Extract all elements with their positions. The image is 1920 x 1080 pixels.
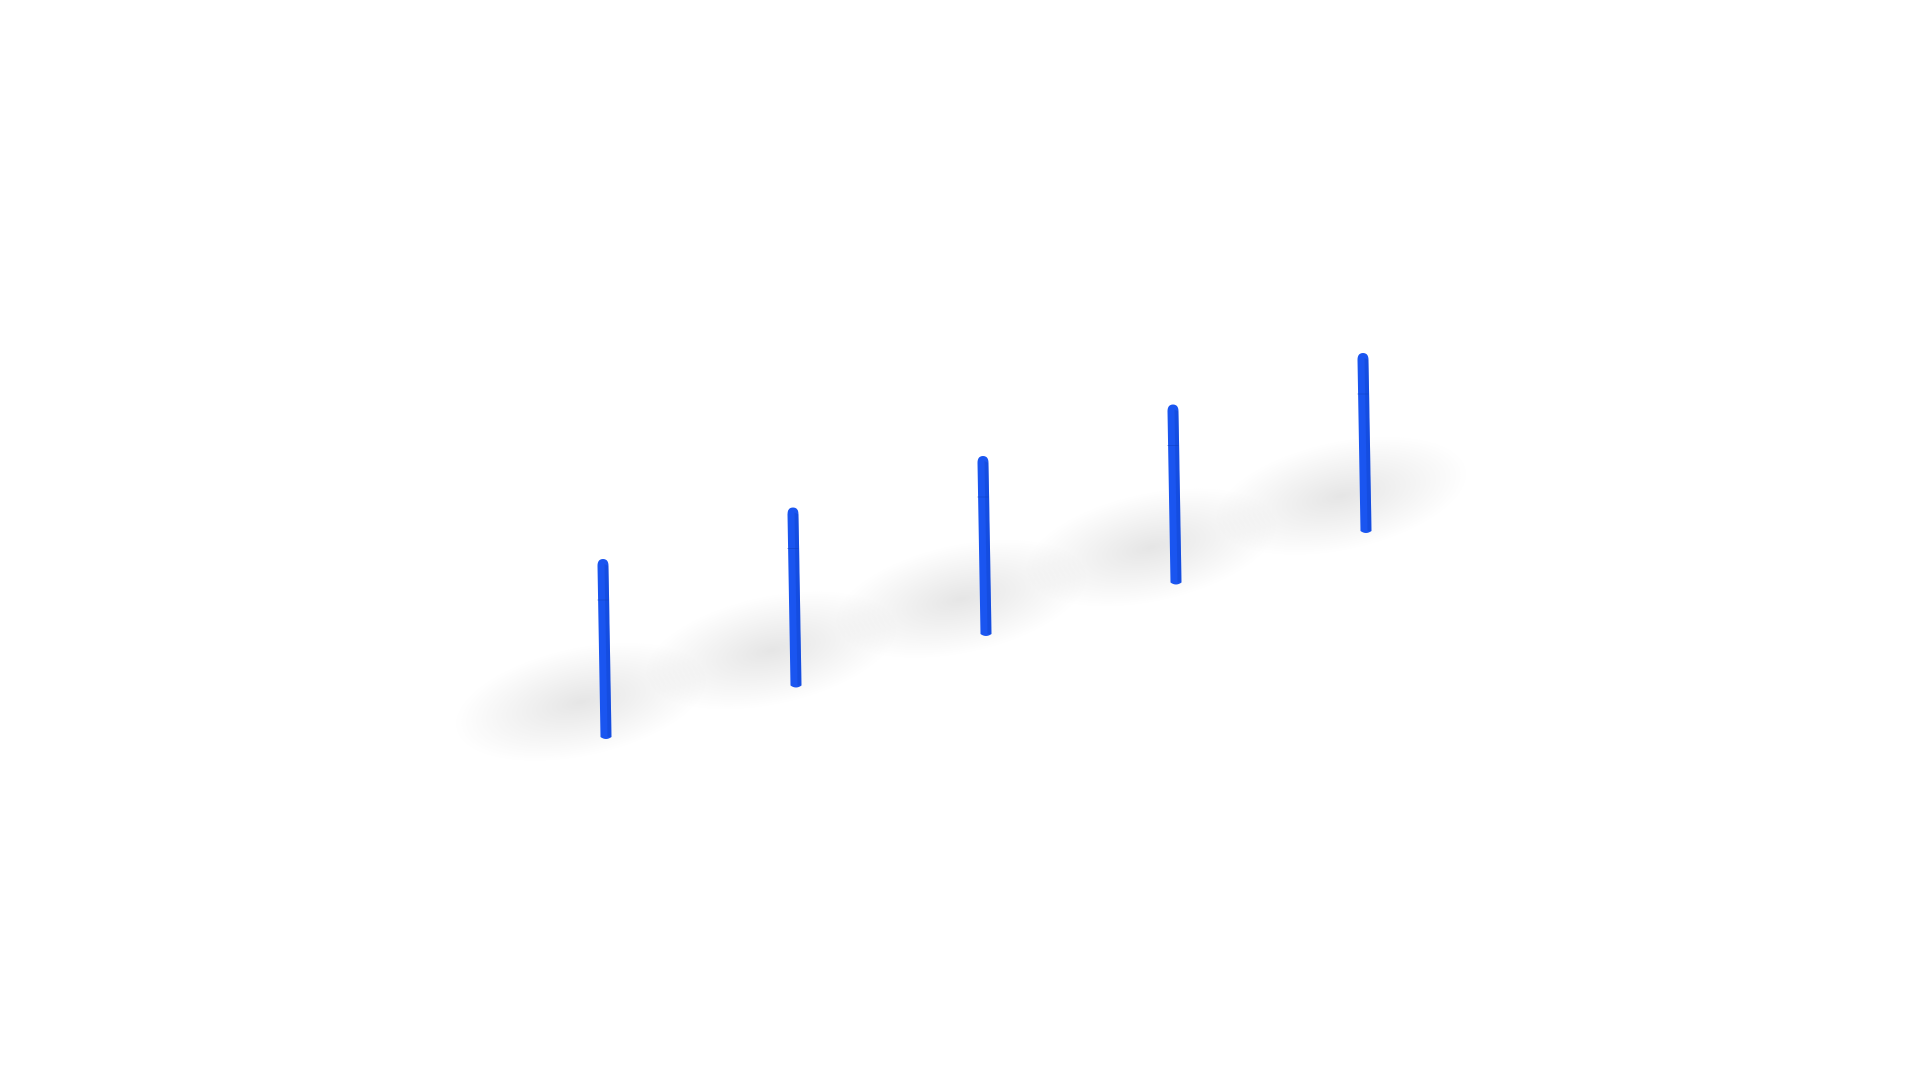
pole-shading bbox=[984, 461, 992, 634]
pole-shading bbox=[1174, 409, 1182, 583]
pole-body bbox=[597, 559, 612, 739]
pole-body bbox=[977, 456, 992, 636]
pole-shadow bbox=[1213, 435, 1469, 557]
pole bbox=[977, 456, 992, 636]
pole-layer bbox=[597, 353, 1372, 739]
pole bbox=[787, 507, 802, 688]
pole-shading bbox=[604, 564, 612, 737]
pole bbox=[1357, 353, 1372, 533]
pole-body bbox=[787, 507, 802, 688]
pole-body bbox=[1357, 353, 1372, 533]
pole-shading bbox=[1364, 358, 1372, 531]
pole bbox=[597, 559, 612, 739]
pole-shading bbox=[794, 512, 802, 686]
pole-body bbox=[1167, 404, 1182, 585]
pole bbox=[1167, 404, 1182, 585]
shadow-layer bbox=[453, 435, 1469, 763]
